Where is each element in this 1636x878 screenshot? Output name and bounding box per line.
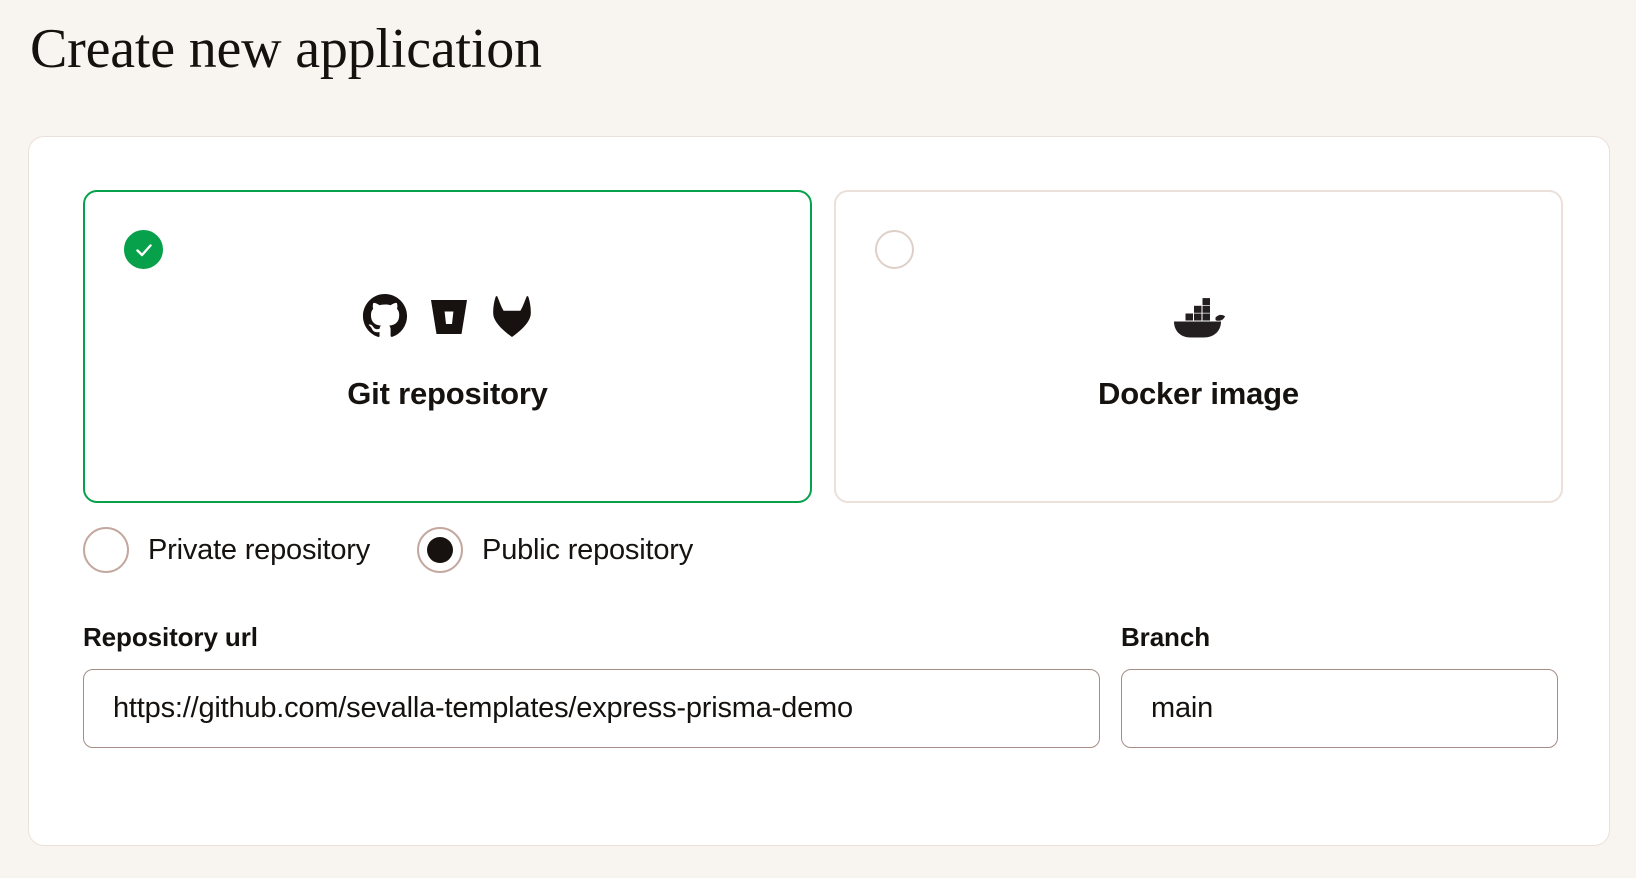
gitlab-icon — [490, 293, 534, 339]
empty-radio-icon — [875, 230, 914, 269]
radio-dot-icon — [427, 537, 454, 563]
application-form-panel: Git repository — [28, 136, 1610, 846]
repository-visibility-radio-group: Private repository Public repository — [83, 527, 693, 573]
branch-input[interactable]: main — [1121, 669, 1558, 748]
docker-icon — [1168, 293, 1230, 339]
page-title: Create new application — [30, 18, 542, 80]
repository-fields: Repository url https://github.com/sevall… — [83, 622, 1558, 748]
source-card-label: Docker image — [1098, 375, 1299, 411]
radio-label: Private repository — [148, 534, 371, 566]
github-icon — [362, 293, 408, 339]
source-card-label: Git repository — [347, 375, 548, 411]
radio-public-repository[interactable]: Public repository — [417, 527, 693, 573]
branch-label: Branch — [1121, 622, 1210, 652]
radio-mark-icon — [83, 527, 129, 573]
bitbucket-icon — [429, 293, 469, 339]
radio-private-repository[interactable]: Private repository — [83, 527, 370, 573]
source-type-cards: Git repository — [83, 190, 1563, 503]
docker-icons — [1168, 288, 1230, 344]
repository-url-field: Repository url https://github.com/sevall… — [83, 622, 1100, 748]
source-card-git-repository[interactable]: Git repository — [83, 190, 812, 503]
source-card-docker-image[interactable]: Docker image — [834, 190, 1563, 503]
radio-label: Public repository — [482, 534, 694, 566]
radio-mark-icon — [417, 527, 464, 573]
git-provider-icons — [362, 288, 534, 344]
repository-url-label: Repository url — [83, 622, 258, 652]
check-icon — [124, 230, 163, 269]
branch-field: Branch main — [1121, 622, 1558, 748]
repository-url-input[interactable]: https://github.com/sevalla-templates/exp… — [83, 669, 1100, 748]
